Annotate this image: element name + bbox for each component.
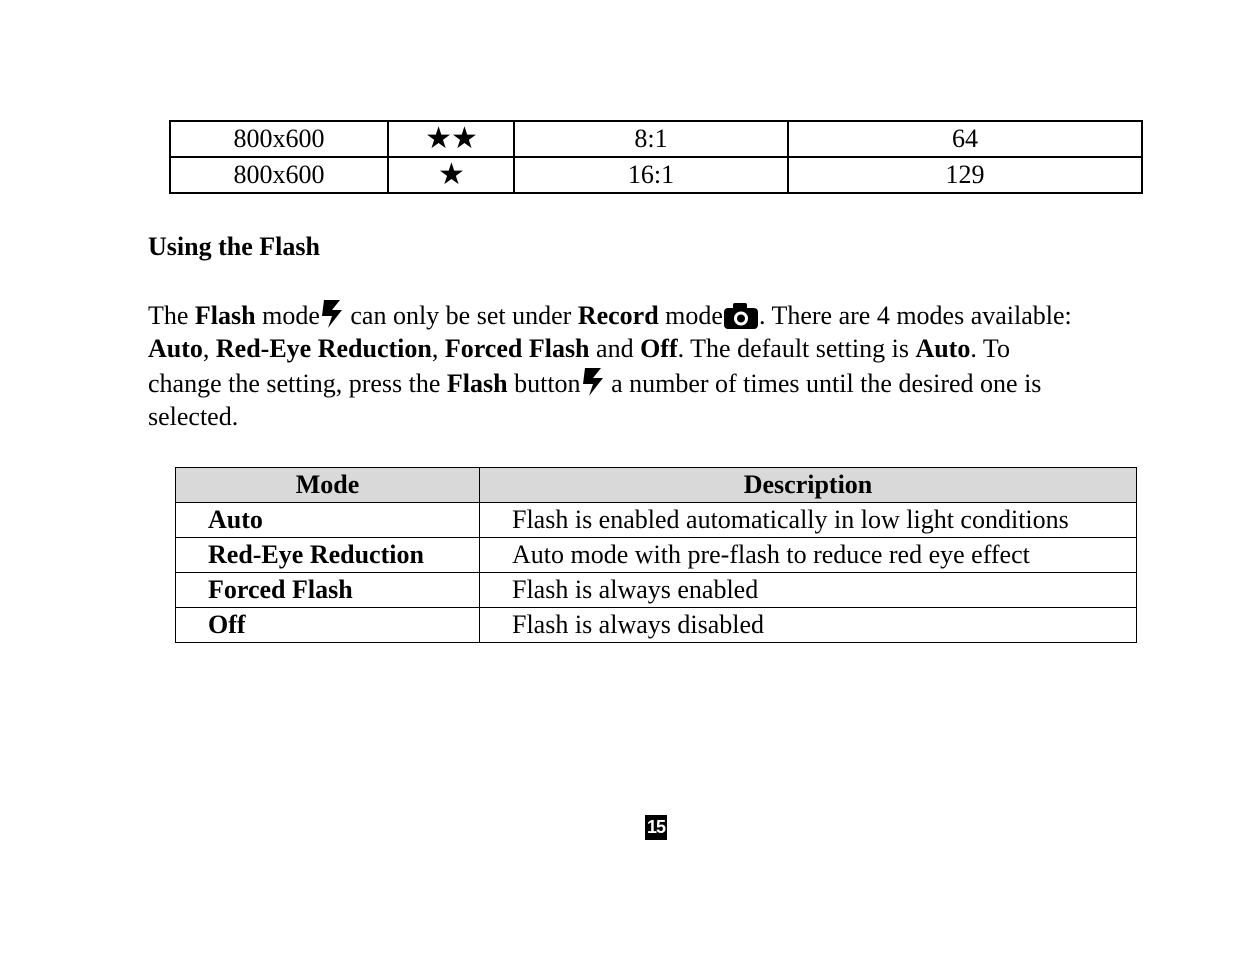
text-run: The bbox=[148, 301, 195, 330]
size-cell: 800x600 bbox=[169, 120, 389, 158]
table-row: Red-Eye Reduction Auto mode with pre-fla… bbox=[175, 537, 1137, 573]
description-column-header: Description bbox=[479, 467, 1137, 503]
flash-icon bbox=[320, 298, 344, 339]
text-run: . To bbox=[970, 334, 1010, 363]
bold-term: Flash bbox=[446, 369, 508, 398]
table-row: Forced Flash Flash is always enabled bbox=[175, 572, 1137, 608]
mode-column-header: Mode bbox=[175, 467, 480, 503]
compression-cell: 8:1 bbox=[513, 120, 789, 158]
text-run: mode bbox=[255, 301, 320, 330]
mode-cell: Off bbox=[175, 607, 480, 643]
table-row: Auto Flash is enabled automatically in l… bbox=[175, 502, 1137, 538]
bold-term: Flash bbox=[194, 301, 256, 330]
table-row: 800x600 ★★ 8:1 64 bbox=[169, 120, 1143, 158]
text-run: . The default setting is bbox=[677, 334, 916, 363]
flash-icon bbox=[581, 366, 605, 407]
count-cell: 129 bbox=[787, 156, 1143, 194]
resolution-table: 800x600 ★★ 8:1 64 800x600 ★ 16:1 129 bbox=[169, 120, 1143, 194]
count-cell: 64 bbox=[787, 120, 1143, 158]
text-run: change the setting, press the bbox=[148, 369, 447, 398]
text-run: , bbox=[431, 334, 445, 363]
text-run: mode bbox=[658, 301, 723, 330]
mode-cell: Auto bbox=[175, 502, 480, 538]
description-cell: Flash is always enabled bbox=[479, 572, 1137, 608]
quality-stars-cell: ★★ bbox=[387, 120, 515, 158]
text-run: , bbox=[202, 334, 216, 363]
compression-cell: 16:1 bbox=[513, 156, 789, 194]
bold-term: Record bbox=[577, 301, 659, 330]
text-run: selected. bbox=[148, 402, 239, 431]
table-row: 800x600 ★ 16:1 129 bbox=[169, 156, 1143, 194]
paragraph-line: change the setting, press the Flash butt… bbox=[148, 366, 1158, 400]
description-cell: Flash is enabled automatically in low li… bbox=[479, 502, 1137, 538]
flash-description-paragraph: The Flash mode can only be set under Rec… bbox=[148, 298, 1158, 434]
flash-mode-table: Mode Description Auto Flash is enabled a… bbox=[175, 467, 1137, 643]
paragraph-line: The Flash mode can only be set under Rec… bbox=[148, 298, 1158, 332]
table-row: Off Flash is always disabled bbox=[175, 607, 1137, 643]
bold-term: Off bbox=[640, 334, 678, 363]
description-cell: Auto mode with pre-flash to reduce red e… bbox=[479, 537, 1137, 573]
bold-term: Red-Eye Reduction bbox=[215, 334, 432, 363]
description-cell: Flash is always disabled bbox=[479, 607, 1137, 643]
mode-cell: Red-Eye Reduction bbox=[175, 537, 480, 573]
quality-stars-cell: ★ bbox=[387, 156, 515, 194]
text-run: can only be set under bbox=[343, 301, 578, 330]
text-run: and bbox=[589, 334, 641, 363]
camera-icon bbox=[723, 302, 759, 339]
bold-term: Auto bbox=[148, 334, 203, 363]
text-run: button bbox=[507, 369, 581, 398]
size-cell: 800x600 bbox=[169, 156, 389, 194]
paragraph-line: selected. bbox=[148, 400, 1158, 434]
bold-term: Forced Flash bbox=[444, 334, 590, 363]
page-number: 15 bbox=[645, 815, 667, 840]
table-header-row: Mode Description bbox=[175, 467, 1137, 503]
bold-term: Auto bbox=[915, 334, 971, 363]
text-run: a number of times until the desired one … bbox=[604, 369, 1042, 398]
section-heading: Using the Flash bbox=[148, 232, 320, 261]
paragraph-line: Auto, Red-Eye Reduction, Forced Flash an… bbox=[148, 332, 1158, 366]
text-run: . There are 4 modes available: bbox=[758, 301, 1072, 330]
mode-cell: Forced Flash bbox=[175, 572, 480, 608]
